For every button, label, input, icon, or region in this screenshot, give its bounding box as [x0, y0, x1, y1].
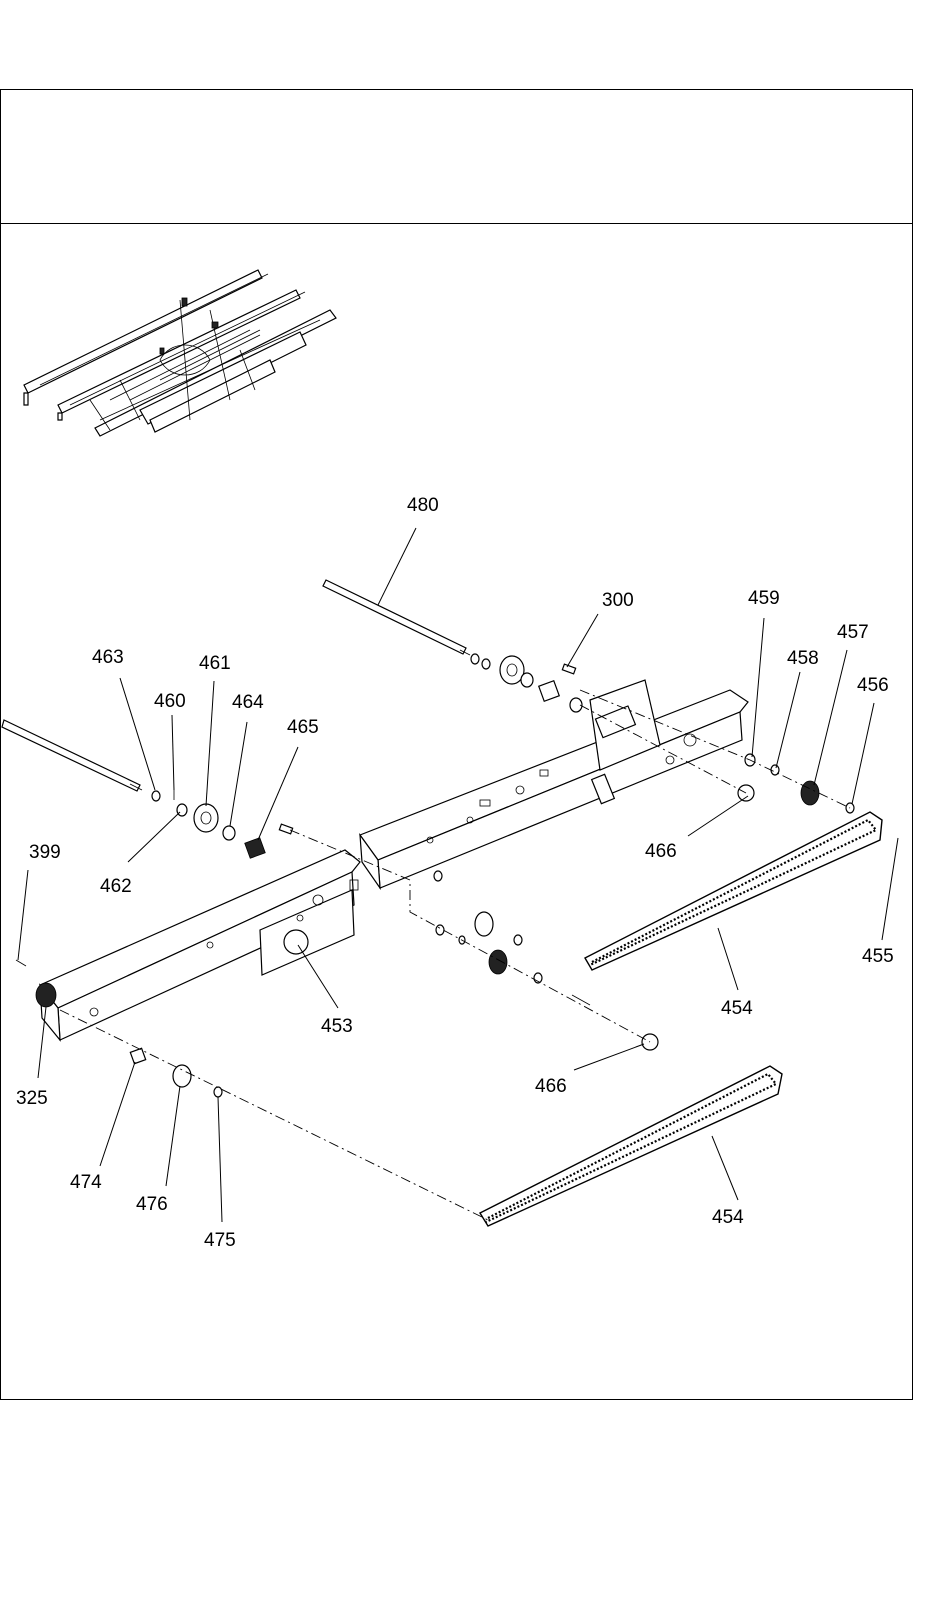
callout-457: 457 — [837, 622, 869, 643]
callout-461: 461 — [199, 653, 231, 674]
callout-456: 456 — [857, 675, 889, 696]
callout-454-lower: 454 — [712, 1207, 744, 1228]
callout-300: 300 — [602, 590, 634, 611]
callout-399: 399 — [29, 842, 61, 863]
callout-474: 474 — [70, 1172, 102, 1193]
callout-475: 475 — [204, 1230, 236, 1251]
callout-476: 476 — [136, 1194, 168, 1215]
callout-454-upper: 454 — [721, 998, 753, 1019]
callout-463: 463 — [92, 647, 124, 668]
callout-455: 455 — [862, 946, 894, 967]
callout-325: 325 — [16, 1088, 48, 1109]
callout-466-lower: 466 — [535, 1076, 567, 1097]
callout-460: 460 — [154, 691, 186, 712]
shaft-left — [2, 720, 142, 791]
callout-458: 458 — [787, 648, 819, 669]
frame-front-453 — [40, 850, 360, 1040]
callout-464: 464 — [232, 692, 264, 713]
timing-belt-lower-454 — [480, 1066, 782, 1226]
callout-480: 480 — [407, 495, 439, 516]
timing-belt-upper-454 — [585, 812, 882, 970]
callout-462: 462 — [100, 876, 132, 897]
callout-466-upper: 466 — [645, 841, 677, 862]
shaft-480 — [323, 580, 470, 655]
front-shaft-hardware — [16, 790, 658, 1097]
frame-rear — [360, 680, 748, 888]
callout-459: 459 — [748, 588, 780, 609]
callout-465: 465 — [287, 717, 319, 738]
assembly-overview-thumbnail — [24, 270, 336, 436]
callout-453: 453 — [321, 1016, 353, 1037]
